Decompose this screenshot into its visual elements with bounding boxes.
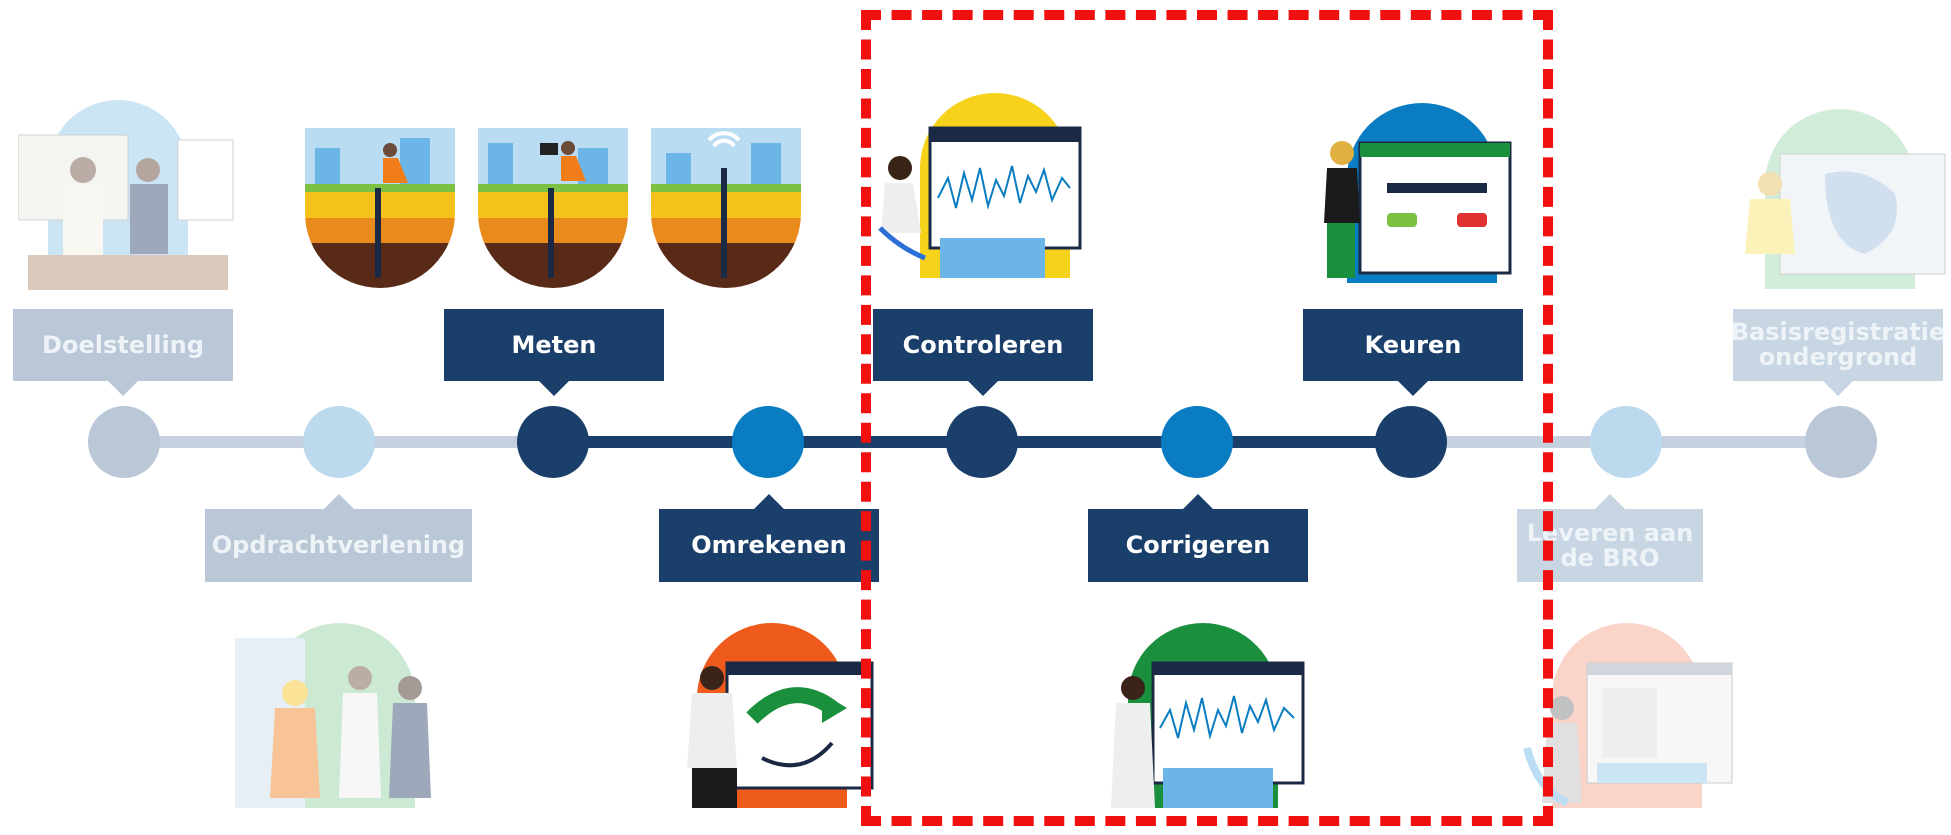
node-opdrachtverlening[interactable] xyxy=(303,406,375,478)
field-measurement-illustration xyxy=(478,128,628,288)
map-illustration xyxy=(1745,109,1946,289)
label-basisregistratie[interactable]: Basisregistratie ondergrond xyxy=(1731,309,1945,396)
meeting-illustration xyxy=(18,100,234,290)
graph-monitor-illustration xyxy=(878,93,1082,278)
conversion-illustration xyxy=(687,623,874,808)
label-omrekenen[interactable]: Omrekenen xyxy=(659,494,879,582)
label-keuren[interactable]: Keuren xyxy=(1303,309,1523,396)
node-leveren[interactable] xyxy=(1590,406,1662,478)
highlight-frame xyxy=(861,10,1553,826)
node-basisregistratie[interactable] xyxy=(1805,406,1877,478)
label-opdrachtverlening[interactable]: Opdrachtverlening xyxy=(205,494,472,582)
node-keuren[interactable] xyxy=(1375,406,1447,478)
node-controleren[interactable] xyxy=(946,406,1018,478)
delivery-illustration xyxy=(1523,623,1733,808)
node-omrekenen[interactable] xyxy=(732,406,804,478)
label-doelstelling[interactable]: Doelstelling xyxy=(13,309,233,396)
label-leveren[interactable]: Leveren aan de BRO xyxy=(1517,494,1703,582)
approval-illustration xyxy=(1324,103,1512,283)
handshake-illustration xyxy=(235,623,431,808)
data-monitor-illustration xyxy=(651,128,801,288)
node-doelstelling[interactable] xyxy=(88,406,160,478)
label-controleren[interactable]: Controleren xyxy=(873,309,1093,396)
correction-illustration xyxy=(1111,623,1305,808)
node-corrigeren[interactable] xyxy=(1161,406,1233,478)
field-measurement-illustration xyxy=(305,128,455,288)
label-meten[interactable]: Meten xyxy=(444,309,664,396)
label-corrigeren[interactable]: Corrigeren xyxy=(1088,494,1308,582)
node-meten[interactable] xyxy=(517,406,589,478)
